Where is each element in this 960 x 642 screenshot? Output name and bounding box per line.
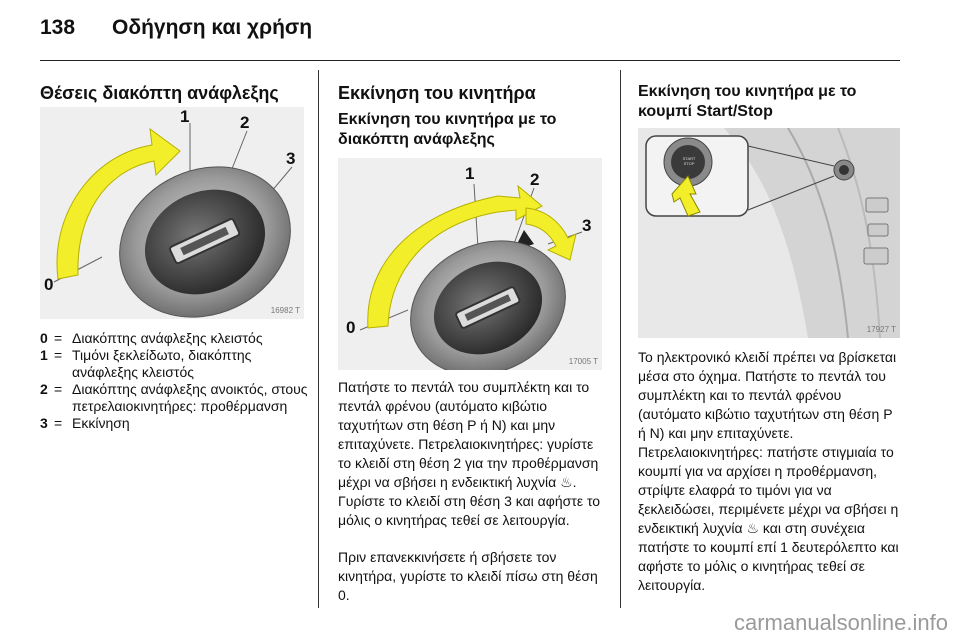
figure-label-0: 0 (44, 275, 54, 294)
legend-item-0: 0 = Διακόπτης ανάφλεξης κλειστός (40, 330, 312, 347)
figure-label-3: 3 (286, 149, 296, 168)
legend-eq: = (54, 347, 63, 363)
page-title: Οδήγηση και χρήση (112, 16, 313, 39)
legend-key: 3 (40, 415, 48, 431)
legend-item-1: 1 = Τιμόνι ξεκλείδωτο, διακόπτης ανάφλεξ… (40, 347, 312, 381)
subheading-ignition-start: Εκκίνηση του κινητήρα με το διακόπτη ανά… (338, 111, 557, 148)
section-heading-start-stop: Εκκίνηση του κινητήρα με το κουμπί Start… (638, 83, 857, 120)
legend-eq: = (54, 330, 63, 346)
header-rule (40, 60, 900, 61)
figure-label-0: 0 (346, 318, 356, 337)
legend-text: Τιμόνι ξεκλείδωτο, διακόπτης ανάφλεξης κ… (72, 347, 252, 380)
page-number: 138 (40, 16, 76, 39)
legend-eq: = (54, 381, 63, 397)
legend-key: 1 (40, 347, 48, 363)
legend-item-2: 2 = Διακόπτης ανάφλεξης ανοικτός, στους … (40, 381, 312, 415)
figure-label-1: 1 (180, 107, 190, 126)
ignition-start-paragraph-1: Πατήστε το πεντάλ του συμπλέκτη και το π… (338, 379, 601, 528)
section-heading-ignition-positions: Θέσεις διακόπτη ανάφλεξης (40, 83, 279, 103)
figure-code: 17005 T (568, 357, 598, 366)
legend-text: Διακόπτης ανάφλεξης ανοικτός, στους πετρ… (72, 381, 308, 414)
section-heading-engine-start: Εκκίνηση του κινητήρα (338, 83, 536, 103)
watermark: carmanualsonline.info (733, 610, 948, 635)
column-divider-left (318, 70, 319, 608)
ignition-start-figure: 1 2 3 0 17005 T (338, 158, 602, 370)
start-stop-paragraph: Το ηλεκτρονικό κλειδί πρέπει να βρίσκετα… (638, 349, 899, 593)
figure-label-2: 2 (530, 170, 540, 189)
figure-code: 16982 T (270, 306, 300, 315)
legend-text: Διακόπτης ανάφλεξης κλειστός (72, 330, 263, 346)
ignition-positions-figure: 1 2 3 0 16982 T (40, 107, 304, 319)
ignition-positions-legend: 0 = Διακόπτης ανάφλεξης κλειστός 1 = Τιμ… (40, 330, 312, 432)
ignition-start-paragraph-2: Πριν επανεκκινήσετε ή σβήσετε τον κινητή… (338, 549, 598, 603)
legend-text: Εκκίνηση (72, 415, 130, 431)
legend-key: 2 (40, 381, 48, 397)
figure-label-2: 2 (240, 113, 250, 132)
start-stop-button-text: START STOP (682, 156, 696, 166)
legend-eq: = (54, 415, 63, 431)
legend-key: 0 (40, 330, 48, 346)
figure-label-3: 3 (582, 216, 592, 235)
start-stop-button-figure: START STOP 17927 T (638, 128, 900, 338)
figure-code: 17927 T (866, 325, 896, 334)
column-divider-right (620, 70, 621, 608)
legend-item-3: 3 = Εκκίνηση (40, 415, 312, 432)
figure-label-1: 1 (465, 164, 475, 183)
